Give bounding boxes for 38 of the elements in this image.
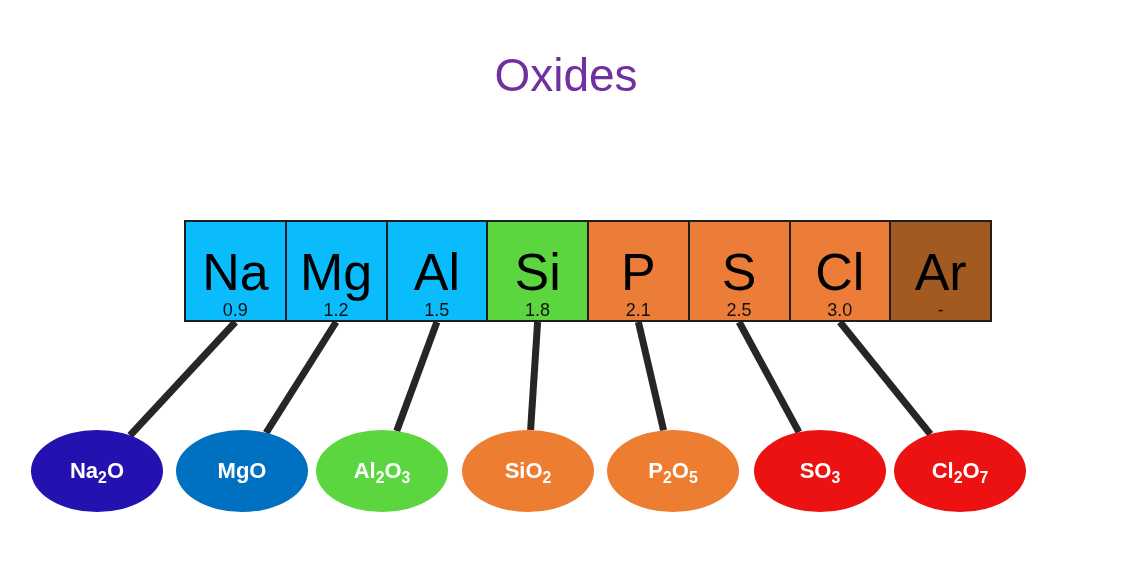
formula-label: Na$_{2}$O [69, 458, 125, 484]
connector-line [127, 319, 238, 438]
element-cell [889, 220, 992, 322]
electronegativity-value: 2.1 [625, 301, 651, 319]
element-symbol: Ar [914, 246, 967, 298]
element-symbol: S [721, 246, 757, 298]
element-symbol: Cl [815, 246, 865, 298]
electronegativity-value: 1.5 [424, 301, 450, 319]
element-cell [687, 220, 791, 322]
element-cell [385, 220, 489, 322]
element-symbol: Al [413, 246, 460, 298]
connector-line [736, 320, 802, 434]
electronegativity-value: 1.8 [525, 301, 551, 319]
connector-line [635, 321, 667, 432]
connector-line [393, 320, 441, 433]
formula-label: P$_{2}$O$_{5}$ [648, 458, 698, 484]
element-symbol: P [621, 246, 656, 298]
element-cell [486, 220, 589, 322]
electronegativity-value: - [937, 301, 944, 319]
electronegativity-value: 2.5 [726, 301, 752, 319]
title: Oxides [494, 50, 638, 101]
formula-label: Al$_{2}$O$_{3}$ [353, 458, 411, 484]
formula-label: MgO [217, 458, 267, 484]
electronegativity-value: 0.9 [222, 301, 248, 319]
element-cell [788, 220, 892, 322]
element-cell [184, 220, 287, 322]
connector-line [263, 320, 340, 435]
connector-line [837, 319, 934, 437]
element-cell [284, 220, 388, 322]
formula-label: SiO$_{2}$ [504, 458, 552, 484]
electronegativity-value: 1.2 [323, 301, 349, 319]
element-symbol: Na [202, 246, 269, 298]
element-cell [587, 220, 690, 322]
connector-line [527, 321, 542, 431]
electronegativity-value: 3.0 [827, 301, 853, 319]
formula-label: SO$_{3}$ [799, 458, 841, 484]
element-symbol: Si [514, 246, 561, 298]
formula-label: Cl$_{2}$O$_{7}$ [931, 458, 989, 484]
